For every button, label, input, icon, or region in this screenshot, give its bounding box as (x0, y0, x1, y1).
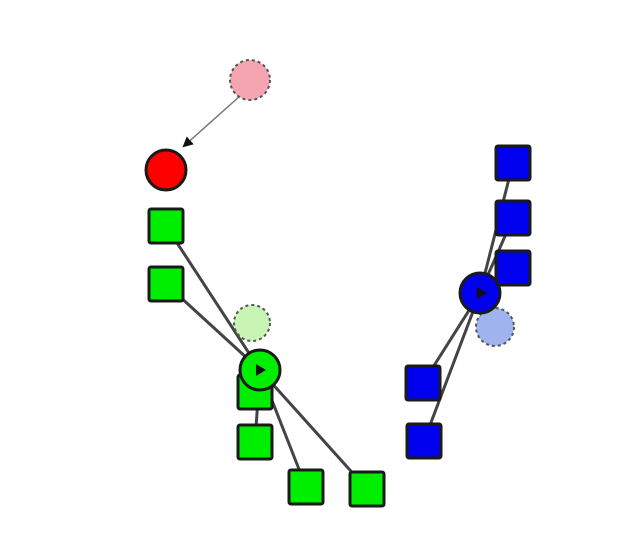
blue-edge-5 (422, 292, 482, 442)
green-group (147, 207, 386, 508)
blue-leaf-node-1[interactable] (494, 144, 532, 182)
red-group (144, 148, 188, 192)
green-hub-marker-icon (256, 364, 266, 376)
blue-hub-marker-icon (477, 287, 487, 299)
green-leaf-node-2[interactable] (147, 265, 185, 303)
green-ghost-node (233, 304, 271, 342)
blue-group (404, 144, 532, 460)
blue-leaf-node-5[interactable] (405, 422, 443, 460)
blue-leaf-node-2[interactable] (494, 199, 532, 237)
blue-leaf-node-3[interactable] (494, 249, 532, 287)
green-leaf-node-6[interactable] (348, 470, 386, 508)
green-leaf-node-4[interactable] (236, 423, 274, 461)
red-ghost-node (229, 59, 271, 101)
red-hub-node[interactable] (144, 148, 188, 192)
blue-leaf-node-4[interactable] (404, 364, 442, 402)
green-edge-6 (258, 368, 369, 491)
green-leaf-node-5[interactable] (287, 468, 325, 506)
red-move-arrow (182, 95, 241, 148)
green-edge-1 (164, 225, 262, 371)
ghost-nodes (229, 59, 515, 347)
green-leaf-node-1[interactable] (147, 207, 185, 245)
blue-ghost-node (475, 307, 515, 347)
